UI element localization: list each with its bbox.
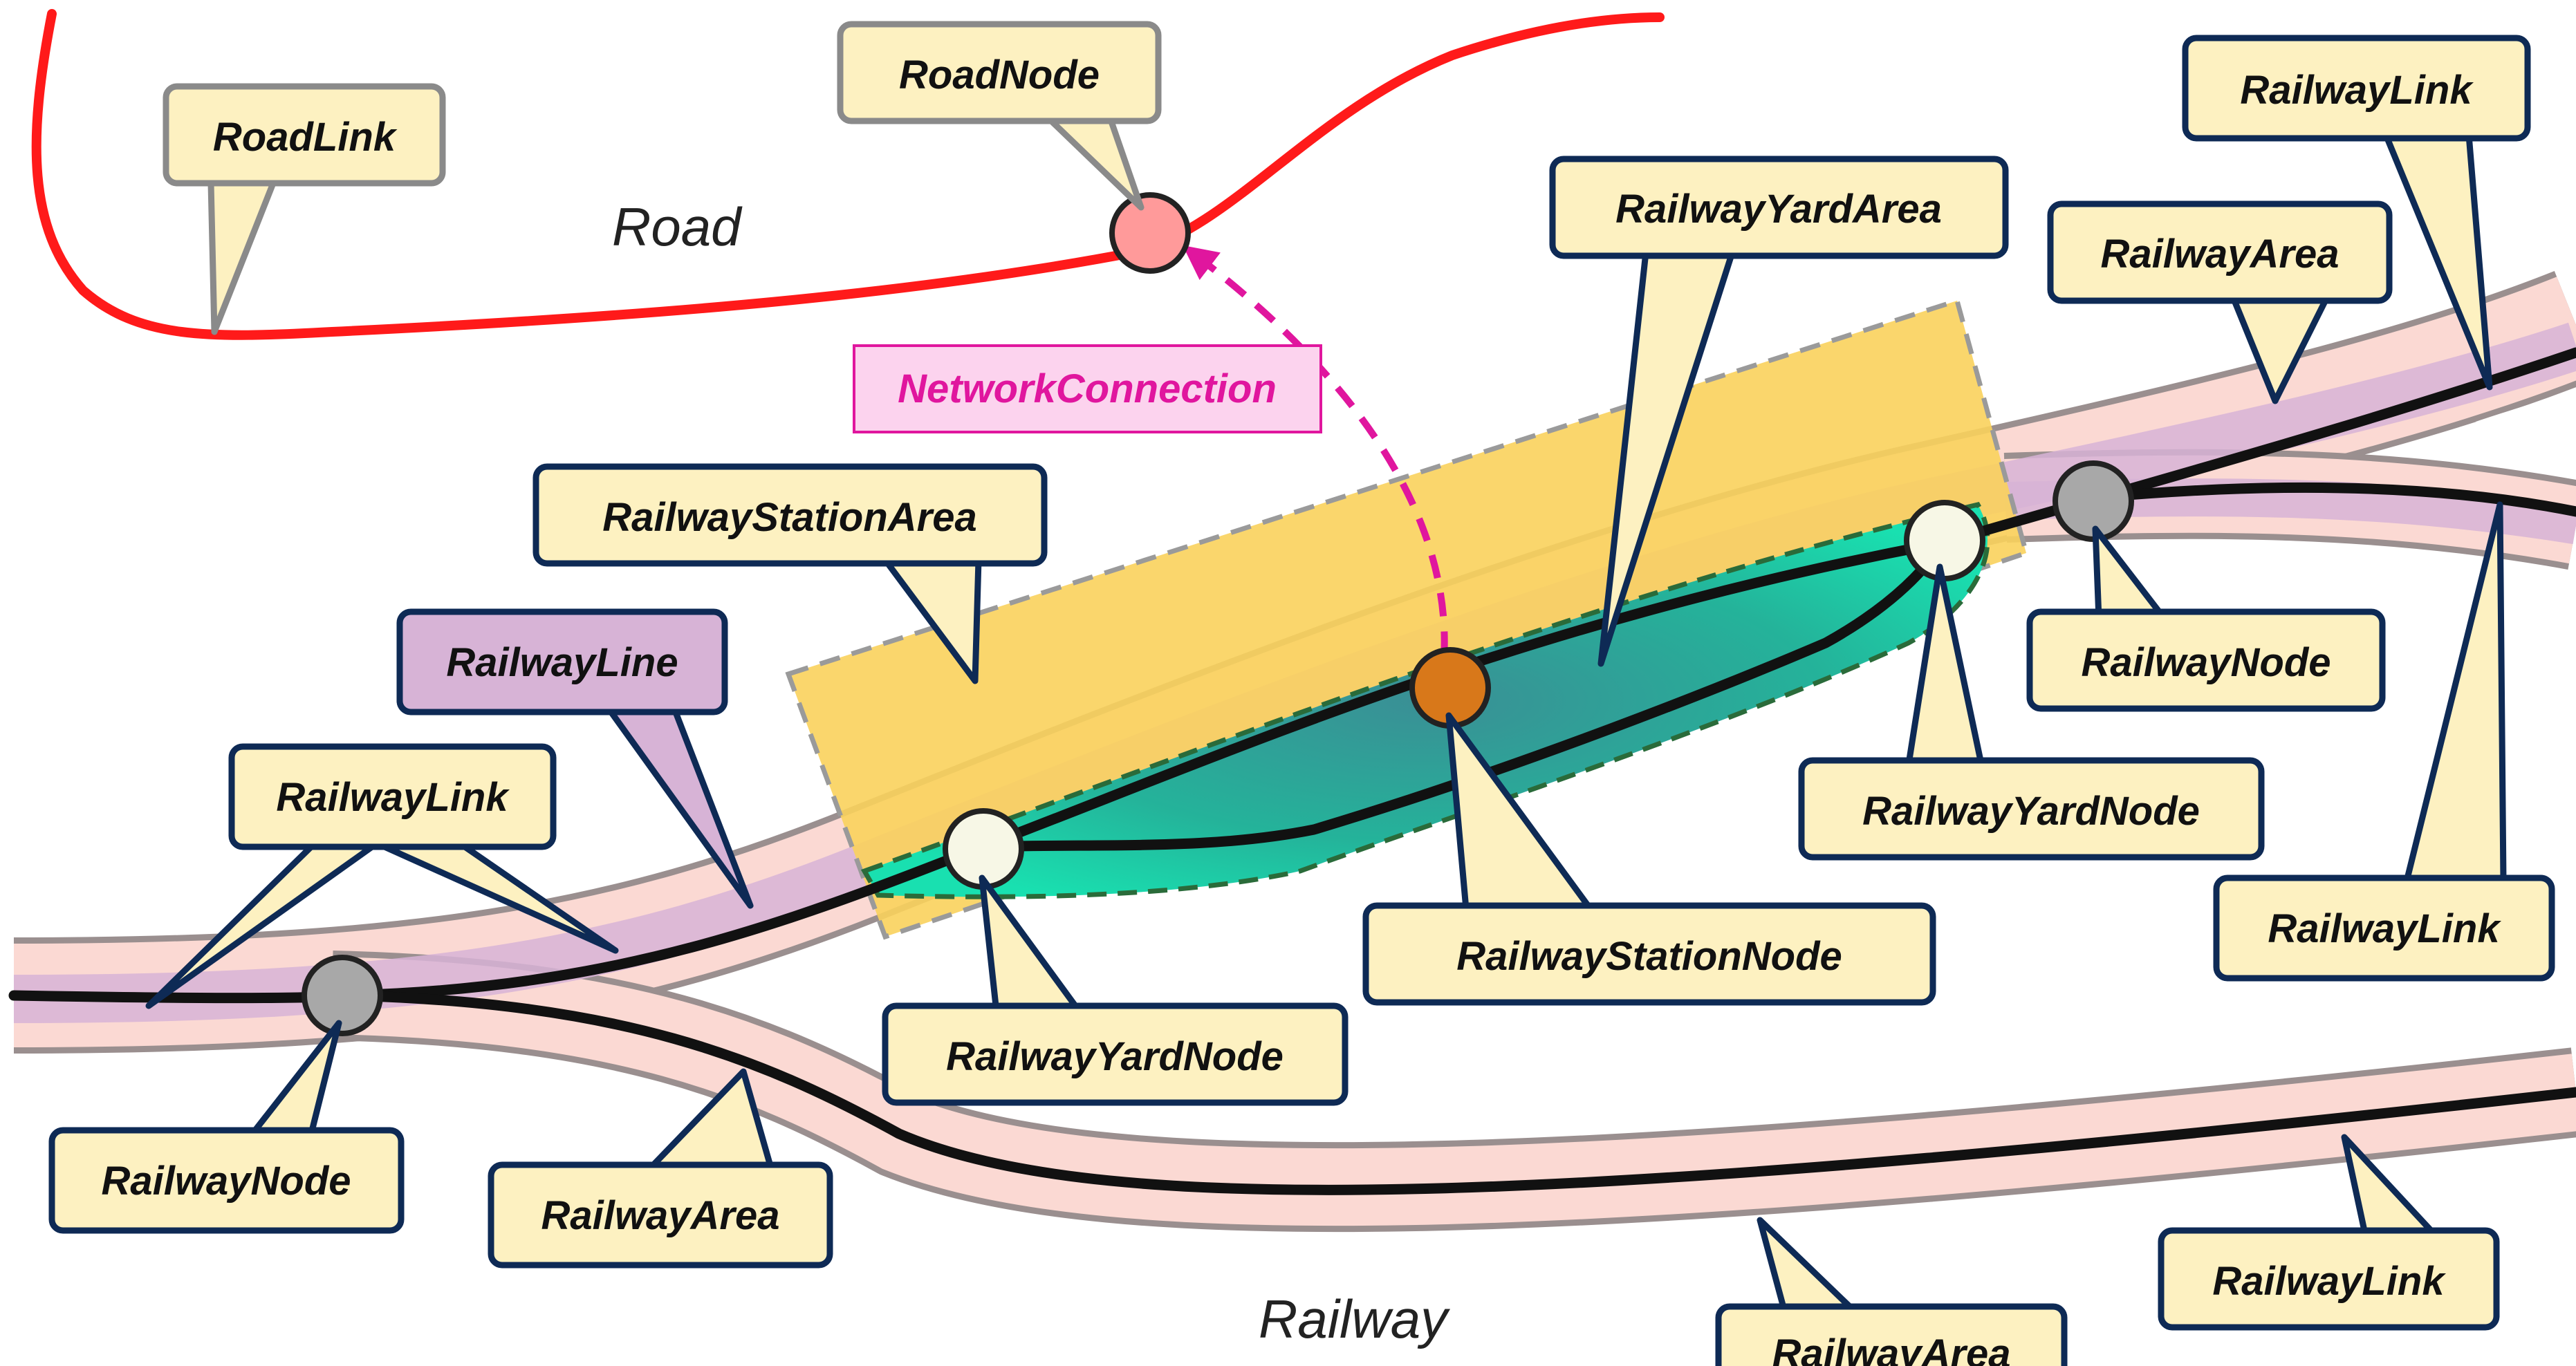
road-node-icon — [1109, 192, 1191, 274]
svg-text:RoadLink: RoadLink — [213, 115, 398, 160]
svg-text:RoadNode: RoadNode — [899, 53, 1100, 97]
railway-yard-node-right-icon — [1904, 500, 1985, 581]
railway-link-yard-siding — [976, 537, 1949, 852]
callout-railway-yard-node-left: RailwayYardNode — [882, 874, 1349, 1106]
svg-text:RailwayStationArea: RailwayStationArea — [602, 495, 977, 540]
callout-railway-link-left: RailwayLink — [145, 743, 619, 1009]
svg-text:RailwayLink: RailwayLink — [2240, 68, 2474, 113]
network-connection-arrow — [1183, 245, 1462, 698]
callout-railway-area-top: RailwayArea — [2047, 200, 2393, 404]
road-label: Road — [612, 196, 743, 257]
callout-railway-node-right: RailwayNode — [2026, 525, 2386, 712]
road-link-line — [31, 9, 1665, 340]
svg-text:RailwayYardArea: RailwayYardArea — [1615, 187, 1942, 232]
callout-railway-node-left: RailwayNode — [48, 1020, 405, 1234]
svg-text:RailwayNode: RailwayNode — [2082, 640, 2331, 685]
callout-railway-link-right: RailwayLink — [2213, 501, 2555, 982]
svg-text:RailwayLink: RailwayLink — [2212, 1259, 2446, 1304]
railway-node-left-icon — [302, 955, 383, 1036]
svg-text:RailwayYardNode: RailwayYardNode — [1862, 789, 2200, 834]
callout-railway-yard-node-right: RailwayYardNode — [1798, 563, 2265, 861]
railway-link-main-east — [1938, 347, 2576, 548]
callout-railway-area-bottom-left: RailwayArea — [488, 1068, 833, 1269]
svg-text:RailwayYardNode: RailwayYardNode — [946, 1034, 1284, 1079]
callout-railway-line: RailwayLine — [396, 608, 754, 909]
callout-railway-link-bottom-right: RailwayLink — [2158, 1134, 2500, 1331]
railway-tracks — [8, 347, 2576, 1195]
callout-railway-station-area: RailwayStationArea — [532, 463, 1048, 684]
railway-link-main — [8, 537, 1949, 1004]
svg-text:RailwayLine: RailwayLine — [446, 640, 678, 685]
nodes — [302, 192, 2134, 1036]
svg-text:RailwayLink: RailwayLink — [276, 775, 510, 820]
svg-text:RailwayLink: RailwayLink — [2268, 906, 2501, 951]
svg-text:RailwayNode: RailwayNode — [102, 1159, 351, 1204]
railway-link-right-branch — [2090, 482, 2576, 517]
network-connection-box — [853, 344, 1322, 433]
railway-link-lower — [340, 990, 2576, 1195]
svg-text:RailwayArea: RailwayArea — [2101, 232, 2339, 277]
svg-text:RailwayStationNode: RailwayStationNode — [1456, 934, 1842, 979]
callout-road-link: RoadLink — [163, 83, 446, 335]
callout-railway-station-node: RailwayStationNode — [1362, 712, 1936, 1006]
callout-railway-link-top-right: RailwayLink — [2182, 35, 2531, 391]
svg-text:RailwayArea: RailwayArea — [1772, 1331, 2011, 1366]
railway-label: Railway — [1259, 1289, 1450, 1349]
callout-railway-area-bottom: RailwayArea — [1715, 1217, 2068, 1366]
svg-text:RailwayArea: RailwayArea — [541, 1193, 780, 1238]
callout-road-node: RoadNode — [837, 21, 1162, 211]
network-connection-label: NetworkConnection — [898, 366, 1277, 411]
callout-railway-yard-area: RailwayYardArea — [1549, 156, 2009, 667]
